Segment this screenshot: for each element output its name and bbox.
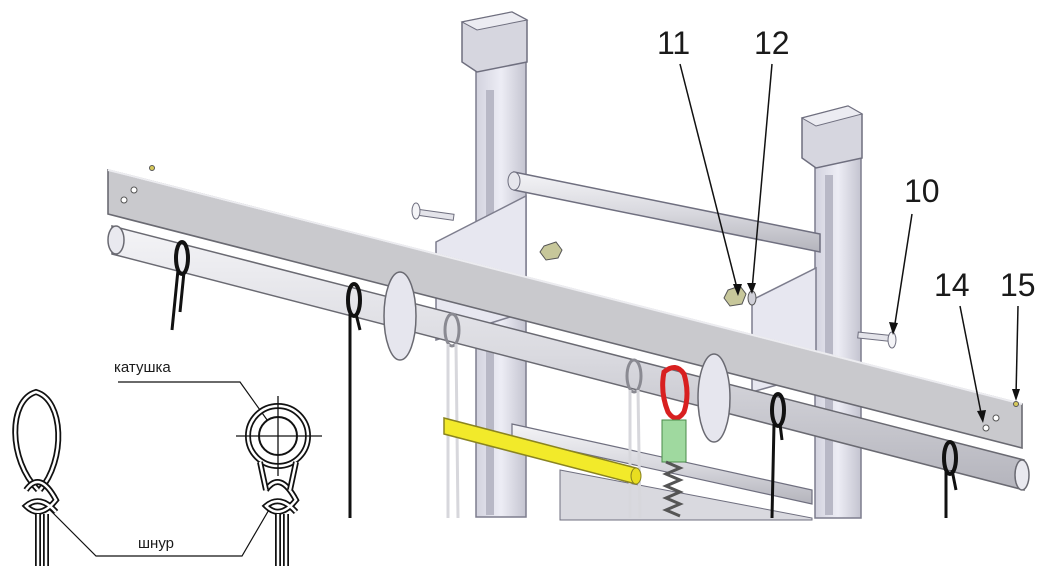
svg-text:11: 11: [657, 25, 690, 61]
callout-10: 10: [889, 173, 940, 335]
callout-14: 14: [934, 267, 986, 423]
flange-discs: [383, 271, 731, 443]
right-loop-knot: [236, 396, 322, 566]
pin-10: [857, 331, 897, 349]
left-loop-knot: [12, 388, 62, 566]
cord-label: шнур: [138, 535, 174, 552]
spool-label: катушка: [114, 359, 171, 376]
svg-text:12: 12: [754, 25, 790, 61]
carabiner: [660, 365, 690, 421]
callout-15: 15: [1000, 267, 1036, 401]
spring: [661, 419, 687, 518]
ladder-rungs: [511, 423, 813, 521]
nut-11: [723, 285, 747, 307]
knot-inset: катушка шнур: [0, 356, 330, 574]
callout-11: 11: [657, 25, 742, 296]
nut-back: [539, 241, 563, 261]
pin-left: [411, 202, 455, 221]
back-rod: [507, 171, 821, 253]
callout-12: 12: [747, 25, 790, 294]
cord-spools: [170, 240, 958, 519]
svg-text:10: 10: [904, 173, 940, 209]
svg-text:14: 14: [934, 267, 970, 303]
crossbeam: [107, 165, 1023, 450]
yellow-handle: [443, 417, 642, 485]
svg-text:15: 15: [1000, 267, 1036, 303]
